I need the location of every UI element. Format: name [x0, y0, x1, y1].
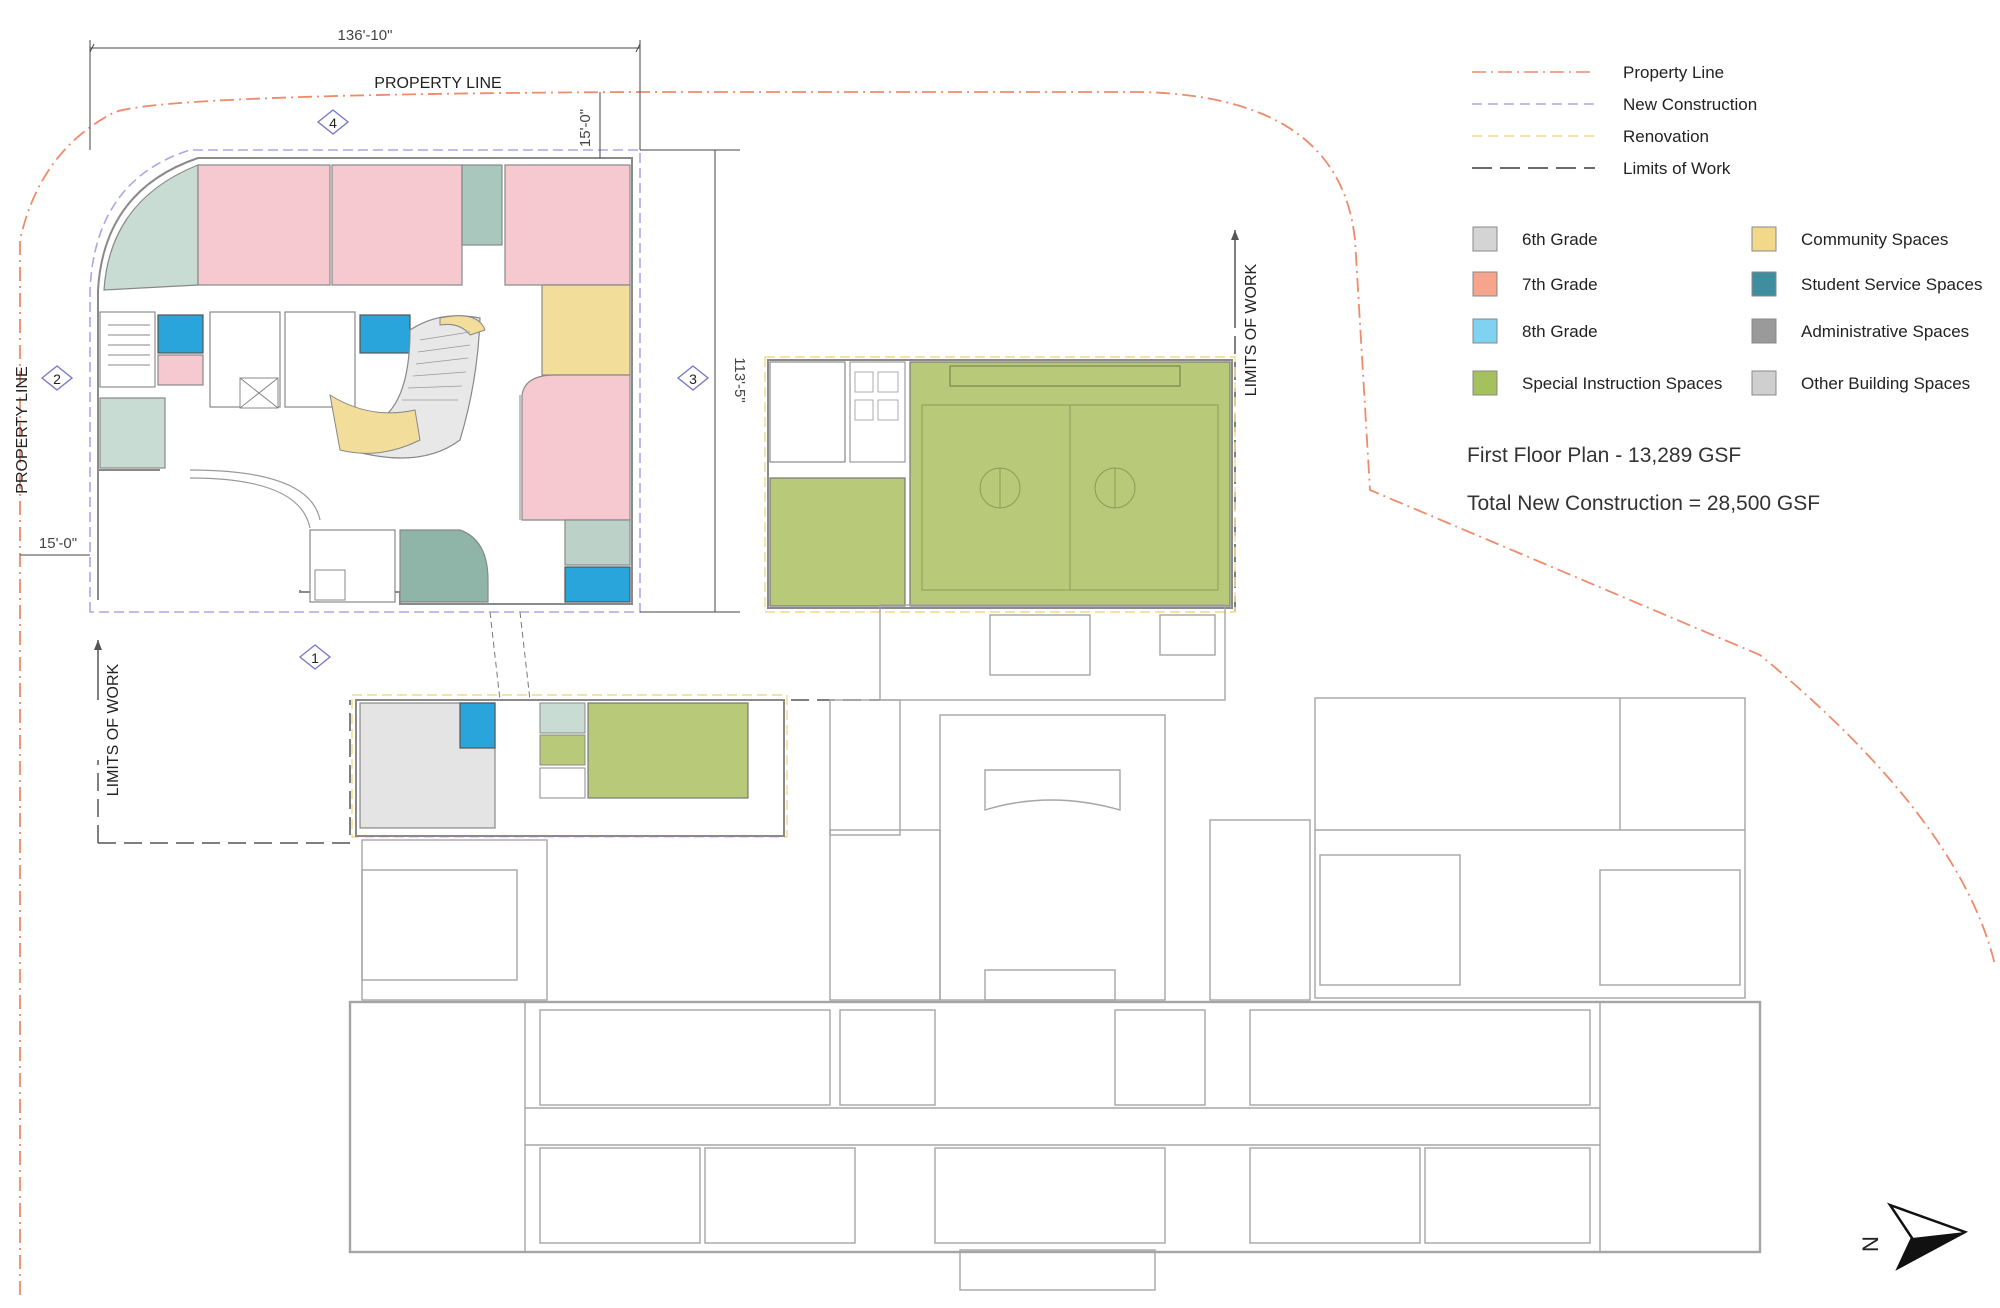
north-arrow-icon: N [1858, 1202, 1969, 1271]
legend-swatch [1751, 271, 1777, 297]
renovation-block [351, 694, 788, 838]
elevation-marker-2: 2 [40, 365, 74, 391]
dim-width-label: 136'-10" [338, 27, 393, 44]
legend-swatch [1751, 318, 1777, 344]
legend-swatch-label: 7th Grade [1522, 275, 1598, 294]
legend-swatch [1472, 318, 1498, 344]
elevation-marker-4: 4 [316, 109, 350, 135]
room-7th-1 [197, 164, 331, 286]
link-bridge [489, 611, 531, 701]
property-line [19, 91, 1996, 1295]
room-7th-small [157, 354, 204, 386]
room-sage-corner [103, 164, 199, 291]
room-special-reno [587, 702, 749, 799]
legend-swatch [1751, 370, 1777, 396]
svg-text:1: 1 [311, 650, 319, 666]
existing-building [348, 604, 1762, 1291]
elevation-marker-3: 3 [676, 365, 710, 391]
legend-line-label: New Construction [1623, 95, 1757, 114]
room-special-instruction [769, 477, 906, 607]
room-student-service [399, 529, 489, 603]
room-7th-4 [521, 374, 631, 521]
room-sage-small [461, 164, 503, 246]
legend-swatch-label: Community Spaces [1801, 230, 1948, 249]
legend-swatch-label: Other Building Spaces [1801, 374, 1970, 393]
legend-line-label: Renovation [1623, 127, 1709, 146]
legend-line-label: Property Line [1623, 63, 1724, 82]
floor-plan-area-text: First Floor Plan - 13,289 GSF [1467, 444, 1741, 467]
svg-text:2: 2 [53, 371, 61, 387]
dim-setback-top-label: 15'-0" [577, 109, 594, 147]
legend-swatch-label: Special Instruction Spaces [1522, 374, 1722, 393]
room-8th-mid [359, 314, 411, 354]
room-8th-right [564, 566, 631, 603]
legend-swatch [1472, 226, 1498, 252]
room-7th-3 [504, 164, 631, 286]
property-line-top-label: PROPERTY LINE [374, 75, 501, 92]
limits-of-work-left-label: LIMITS OF WORK [105, 663, 122, 796]
legend-swatch-label: 8th Grade [1522, 322, 1598, 341]
room-7th-2 [331, 164, 463, 286]
room-8th-reno [459, 702, 496, 749]
legend-swatch [1472, 370, 1498, 396]
dim-setback-left-label: 15'-0" [39, 535, 77, 552]
legend-swatch [1751, 226, 1777, 252]
north-label: N [1858, 1236, 1883, 1252]
property-line-left-label: PROPERTY LINE [14, 366, 31, 493]
legend-line-label: Limits of Work [1623, 159, 1731, 178]
legend-swatch-label: Administrative Spaces [1801, 322, 1969, 341]
room-8th-left [157, 314, 204, 354]
svg-text:4: 4 [329, 115, 337, 131]
gym-addition-building [764, 356, 1236, 613]
legend-swatch [1472, 271, 1498, 297]
elevation-marker-1: 1 [298, 644, 332, 670]
room-sage-left [99, 397, 166, 469]
svg-text:3: 3 [689, 371, 697, 387]
dim-height-label: 113'-5" [731, 357, 748, 402]
community-steps [329, 393, 421, 454]
total-new-construction-text: Total New Construction = 28,500 GSF [1467, 492, 1820, 515]
dimension-lines [20, 40, 740, 613]
legend-swatch-label: 6th Grade [1522, 230, 1598, 249]
limits-of-work-line [97, 310, 1236, 844]
limits-of-work-right-label: LIMITS OF WORK [1243, 263, 1260, 396]
new-addition-building [89, 149, 641, 613]
room-community [541, 284, 631, 376]
legend-swatch-label: Student Service Spaces [1801, 275, 1982, 294]
room-sage-right [564, 519, 631, 566]
stair-left [99, 311, 156, 388]
